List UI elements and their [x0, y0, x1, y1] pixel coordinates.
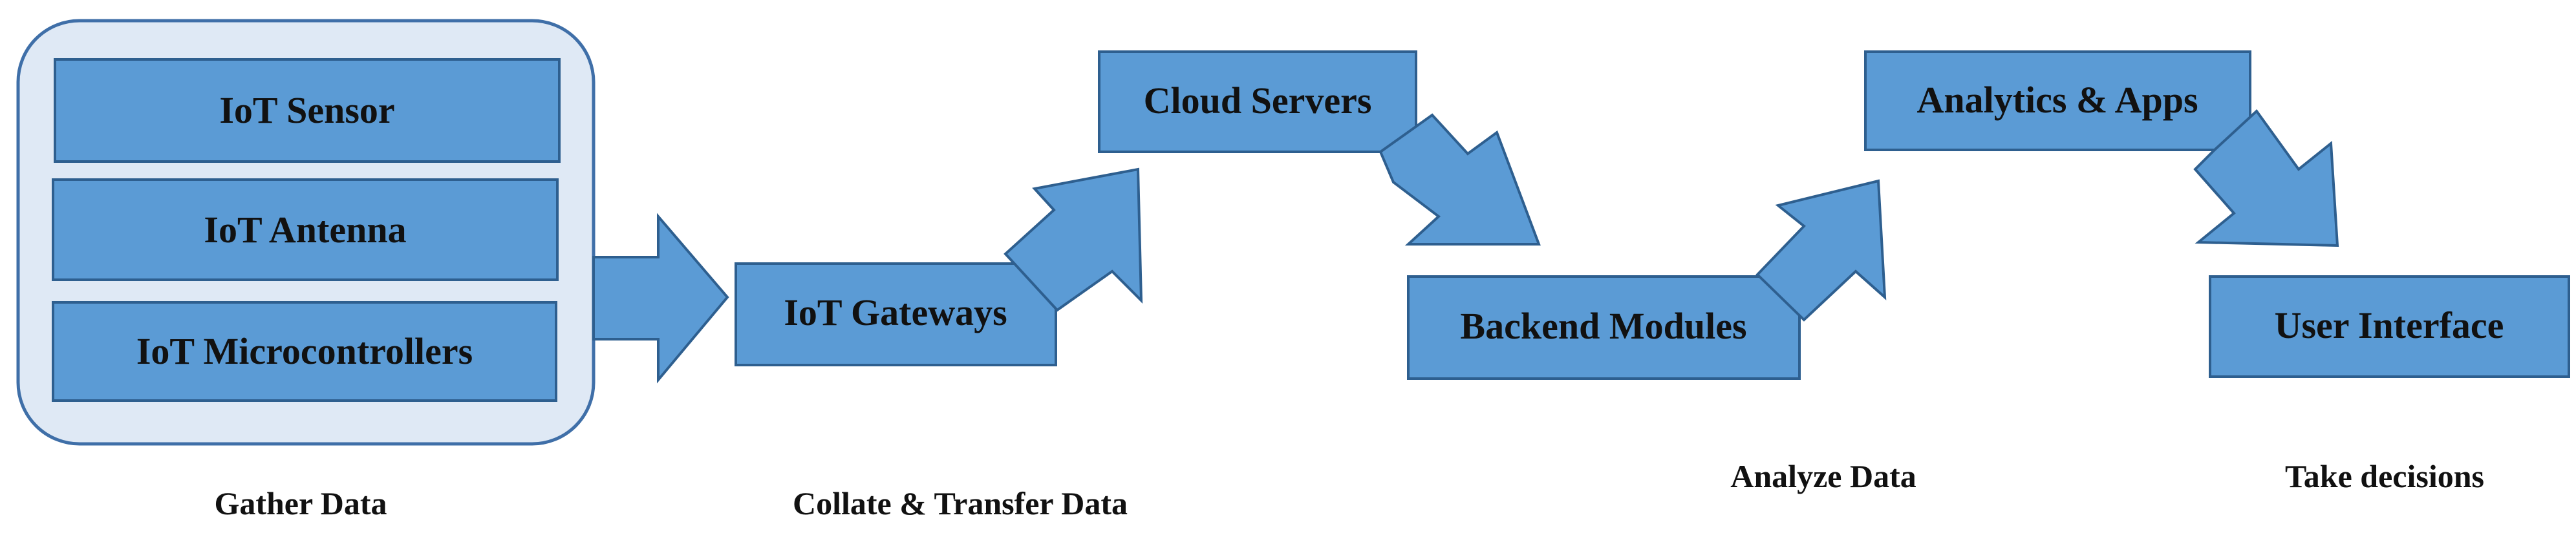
- stage-label-gather: Gather Data: [214, 485, 387, 521]
- iot-gateways-label: IoT Gateways: [784, 291, 1007, 333]
- arrow-down-right-icon: [1379, 113, 1541, 246]
- stage-label-decide: Take decisions: [2285, 458, 2484, 494]
- stage-label-analyze: Analyze Data: [1730, 458, 1916, 494]
- analytics-apps-box: [1864, 50, 2251, 151]
- iot-antenna-label: IoT Antenna: [204, 209, 406, 251]
- arrow-down-right-icon: [2193, 109, 2339, 247]
- analytics-apps-label: Analytics & Apps: [1916, 79, 2198, 121]
- iot-sensor-label: IoT Sensor: [219, 89, 394, 131]
- iot-antenna-box: [52, 178, 559, 281]
- arrow-right-icon: [592, 213, 729, 384]
- backend-modules-box: [1407, 275, 1801, 380]
- user-interface-label: User Interface: [2275, 304, 2504, 346]
- cloud-servers-label: Cloud Servers: [1144, 79, 1372, 121]
- iot-microcontrollers-box: [52, 301, 557, 402]
- cloud-servers-box: [1098, 50, 1417, 153]
- user-interface-box: [2209, 275, 2570, 378]
- arrow-up-right-icon: [1755, 179, 1887, 322]
- iot-gateways-box: [735, 262, 1057, 366]
- iot-microcontrollers-label: IoT Microcontrollers: [136, 330, 473, 372]
- backend-modules-label: Backend Modules: [1460, 305, 1746, 347]
- arrow-up-right-icon: [1004, 167, 1143, 312]
- iot-sensor-box: [54, 58, 561, 163]
- stage-label-collate: Collate & Transfer Data: [793, 485, 1128, 521]
